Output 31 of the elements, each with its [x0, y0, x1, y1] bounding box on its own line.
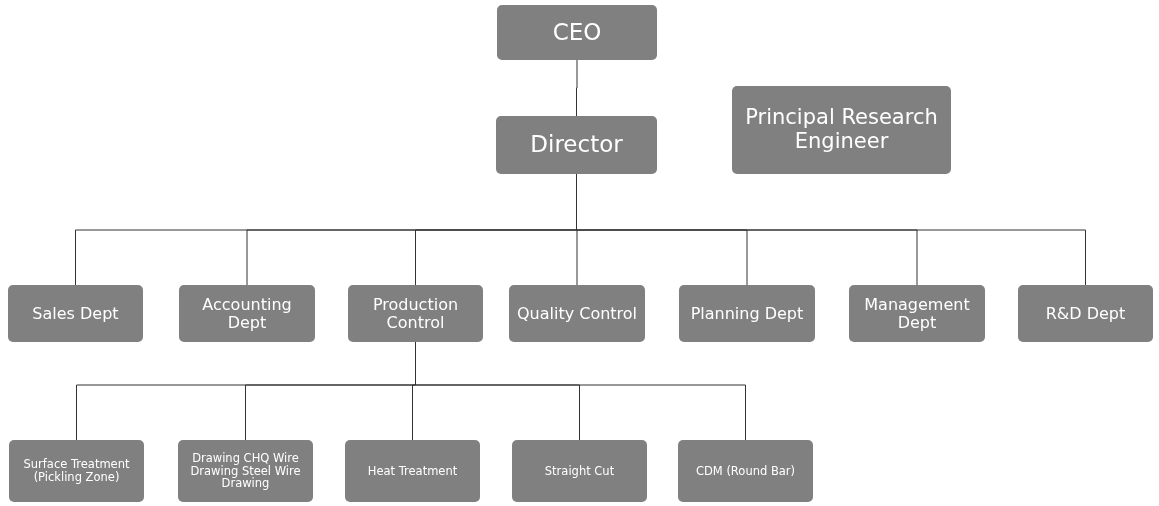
- box-label: Heat Treatment: [367, 464, 458, 478]
- box-label: Planning Dept: [690, 304, 804, 323]
- box-label: Quality Control: [516, 304, 638, 323]
- org-box: [679, 285, 815, 342]
- org-box: [849, 285, 985, 342]
- box-label: Production Control: [371, 295, 460, 332]
- org-box: [8, 285, 143, 342]
- org-box: [732, 86, 951, 174]
- org-box: [9, 440, 144, 502]
- box-label: Principal Research Engineer: [744, 106, 939, 154]
- org-box: [512, 440, 647, 502]
- box-label: Management Dept: [863, 295, 971, 332]
- org-box: [678, 440, 813, 502]
- box-label: Director: [530, 132, 623, 158]
- org-box: [348, 285, 483, 342]
- org-box: [497, 5, 657, 60]
- box-label: R&D Dept: [1045, 304, 1126, 323]
- org-box: [345, 440, 480, 502]
- connector-line: [576, 59, 578, 117]
- box-label: Surface Treatment (Pickling Zone): [22, 458, 131, 484]
- box-label: CEO: [552, 19, 602, 46]
- box-label: CDM (Round Bar): [695, 464, 796, 478]
- org-box: [509, 285, 645, 342]
- org-box: [179, 285, 315, 342]
- box-label: Accounting Dept: [201, 295, 293, 332]
- box-label: Sales Dept: [32, 304, 119, 323]
- org-box: [496, 116, 657, 174]
- org-box: [1018, 285, 1153, 342]
- box-label: Straight Cut: [544, 464, 615, 478]
- box-label: Drawing CHQ Wire Drawing Steel Wire Drawing: [189, 451, 302, 491]
- org-box: [178, 440, 313, 502]
